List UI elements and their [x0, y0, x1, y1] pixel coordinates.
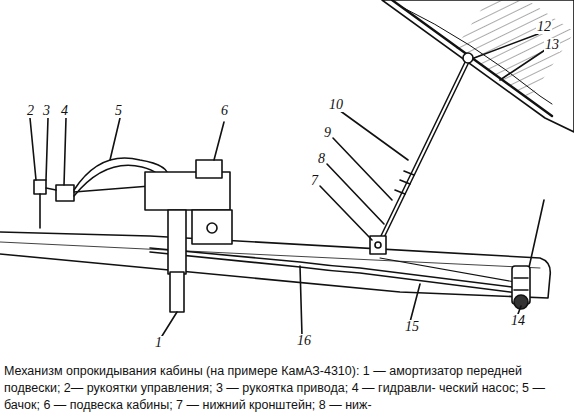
callout-number: 2	[26, 104, 35, 118]
callout-number: 4	[60, 104, 69, 118]
callout-number: 16	[296, 334, 312, 348]
callout-number: 13	[544, 38, 560, 52]
callout-number: 10	[328, 98, 344, 112]
callout-number: 14	[510, 314, 526, 328]
callout-number: 15	[404, 320, 420, 334]
callout-number: 6	[220, 104, 229, 118]
figure-caption: Механизм опрокидывания кабины (на пример…	[4, 363, 570, 414]
callout-number: 1	[154, 336, 163, 350]
callout-number: 12	[536, 20, 552, 34]
callout-number: 8	[317, 152, 326, 166]
callout-number: 5	[114, 104, 123, 118]
callout-number: 7	[310, 174, 319, 188]
callout-number: 3	[42, 104, 51, 118]
callout-number: 9	[323, 126, 332, 140]
